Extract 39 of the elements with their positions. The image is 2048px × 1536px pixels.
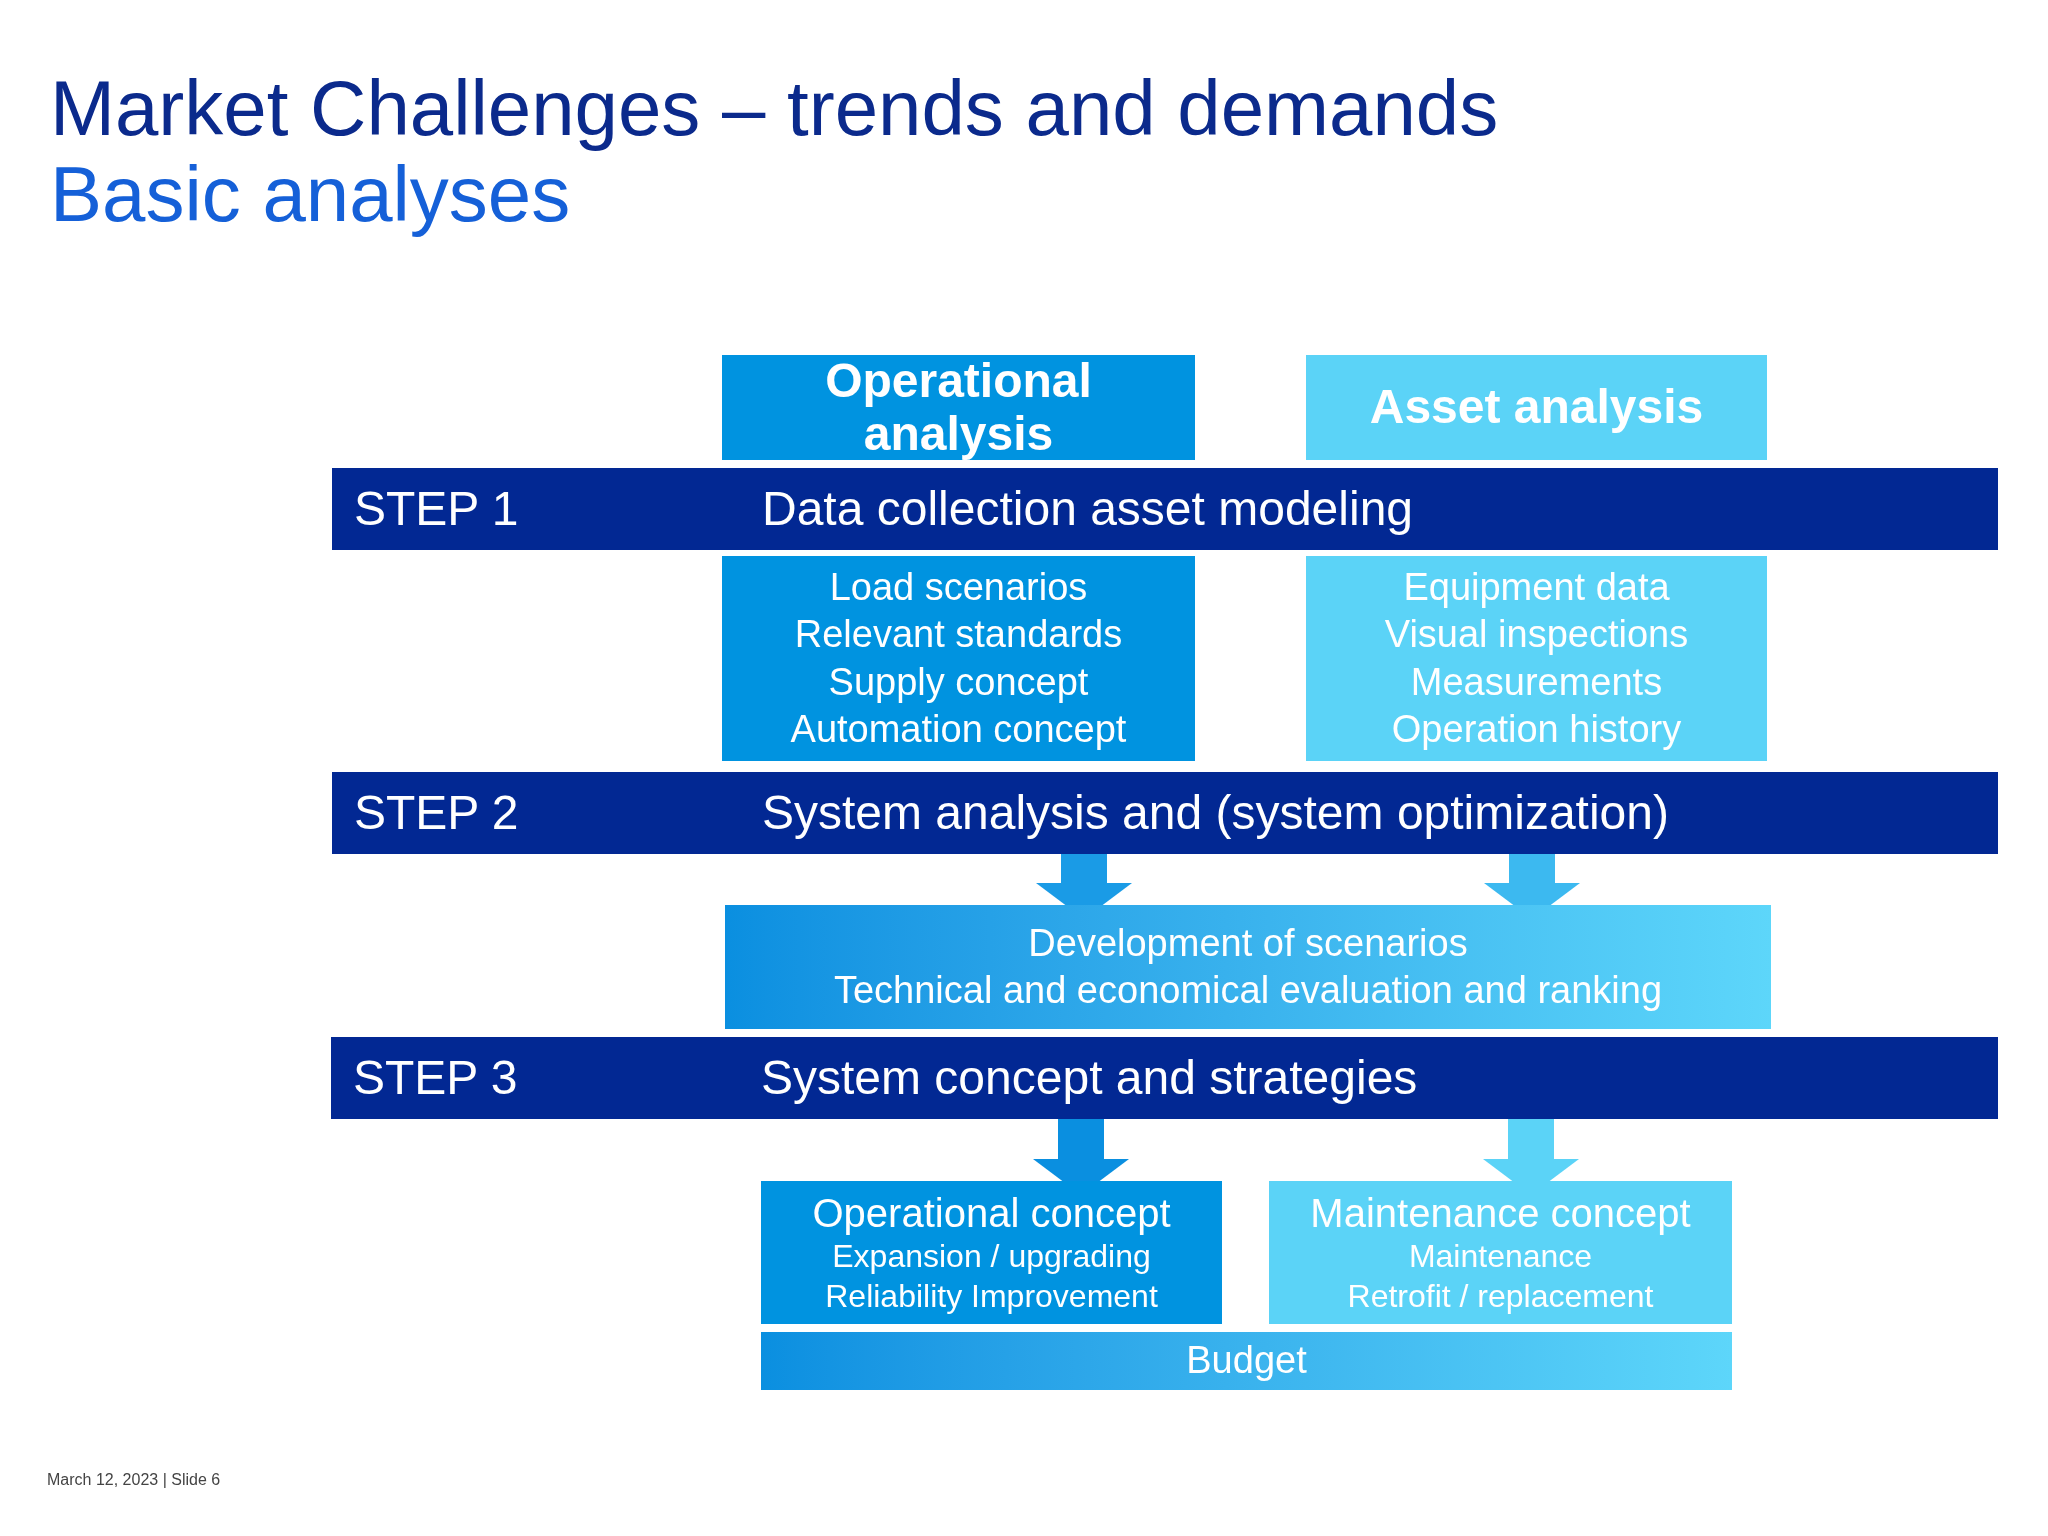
column-heading: Operational analysis	[824, 354, 1093, 461]
list-item: Budget	[1186, 1338, 1307, 1384]
step-title: System concept and strategies	[761, 1050, 1418, 1106]
concept-item: Retrofit / replacement	[1347, 1276, 1654, 1316]
step-label: STEP 2	[354, 785, 519, 841]
footer-text: March 12, 2023 | Slide 6	[47, 1470, 221, 1490]
concept-item: Reliability Improvement	[825, 1276, 1158, 1316]
step-label: STEP 1	[354, 481, 519, 537]
step-bar	[332, 468, 1998, 550]
step-bar	[331, 1037, 1998, 1119]
concept-box	[1269, 1181, 1732, 1324]
step-bar	[332, 772, 1998, 854]
list-item: Operation history	[1391, 707, 1682, 752]
list-item: Visual inspections	[1384, 612, 1689, 657]
slide-subtitle: Basic analyses	[50, 152, 571, 238]
concept-title: Operational concept	[812, 1189, 1171, 1236]
list-item: Load scenarios	[829, 564, 1088, 610]
concept-box	[761, 1181, 1222, 1324]
concept-title: Maintenance concept	[1310, 1189, 1691, 1236]
list-item: Supply concept	[828, 659, 1089, 705]
list-item: Technical and economical evaluation and ranking	[833, 968, 1663, 1013]
list-item: Measurements	[1410, 659, 1663, 705]
step-label: STEP 3	[353, 1050, 518, 1106]
concept-item: Maintenance	[1408, 1236, 1593, 1276]
list-item: Development of scenarios	[1028, 920, 1468, 966]
column-header	[1306, 355, 1767, 460]
list-item: Equipment data	[1403, 564, 1670, 610]
content-box	[725, 905, 1771, 1029]
content-box	[722, 556, 1195, 761]
list-item: Automation concept	[790, 707, 1127, 752]
content-box	[1306, 556, 1767, 761]
list-item: Relevant standards	[794, 612, 1123, 657]
column-heading: Asset analysis	[1368, 381, 1705, 434]
step-title: System analysis and (system optimization)	[762, 785, 1669, 841]
column-header	[722, 355, 1195, 460]
slide-title: Market Challenges – trends and demands	[50, 66, 1499, 152]
step-title: Data collection asset modeling	[762, 481, 1414, 537]
concept-item: Expansion / upgrading	[832, 1236, 1151, 1276]
content-box	[761, 1332, 1732, 1390]
